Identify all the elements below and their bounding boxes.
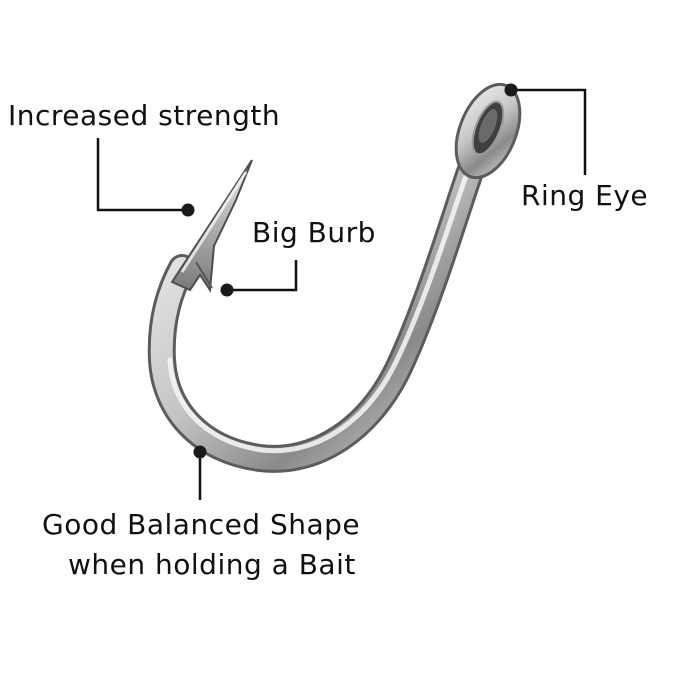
label-balanced-shape-line2: when holding a Bait [68, 548, 356, 582]
hook-body [147, 158, 484, 473]
label-balanced-shape: Good Balanced Shape when holding a Bait [42, 508, 361, 582]
label-ring-eye: Ring Eye [521, 179, 649, 212]
pointer-dot-shape [193, 445, 207, 459]
ring-eye [454, 82, 522, 180]
pointer-dot-big-burb [220, 283, 234, 297]
label-increased-strength: Increased strength [8, 99, 281, 132]
leader-ring-eye [512, 88, 587, 175]
leader-big-burb [228, 260, 298, 292]
point-and-barb [170, 159, 253, 293]
label-big-burb: Big Burb [252, 216, 376, 249]
pointer-dot-strength [181, 203, 195, 217]
leader-strength [96, 138, 186, 212]
label-balanced-shape-line1: Good Balanced Shape [42, 508, 361, 541]
pointer-dot-ring-eye [504, 83, 518, 97]
